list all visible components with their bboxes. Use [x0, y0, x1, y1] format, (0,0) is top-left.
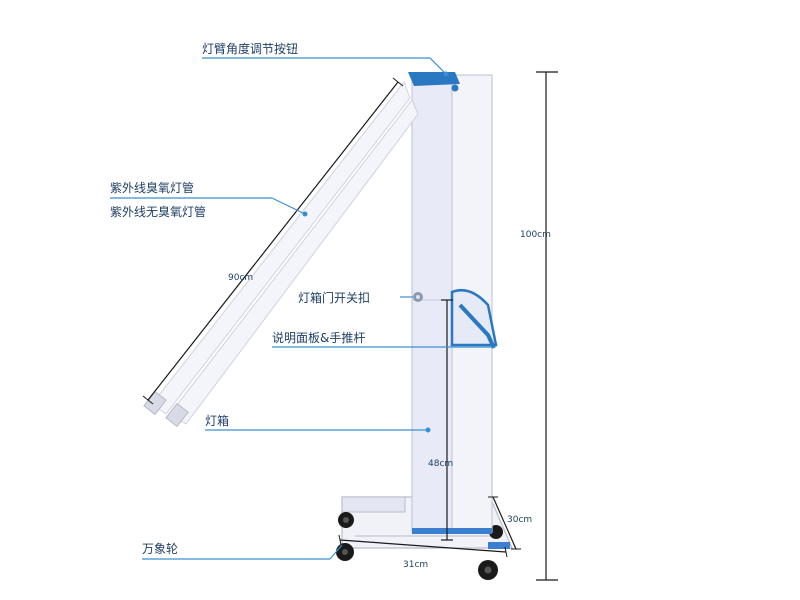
callout-uv-no-ozone-tube: 紫外线无臭氧灯管	[110, 204, 206, 219]
caster-label: 万象轮	[142, 542, 178, 556]
lamp-box-label: 灯箱	[205, 413, 229, 428]
uv-tubes	[143, 80, 419, 428]
angle-button-label: 灯臂角度调节按钮	[202, 41, 298, 56]
base-width-label: 30cm	[507, 515, 532, 525]
callout-panel-handle: 说明面板&手推杆	[272, 330, 494, 348]
uv-no-ozone-tube-label: 紫外线无臭氧灯管	[110, 204, 206, 219]
door-latch	[413, 292, 423, 302]
box-height-label: 48cm	[428, 459, 453, 469]
base-depth-label: 31cm	[403, 560, 428, 570]
door-latch-label: 灯箱门开关扣	[298, 290, 370, 305]
caster-wheels	[336, 512, 503, 580]
callout-door-latch: 灯箱门开关扣	[298, 290, 413, 305]
tube-length-dimension: 90cm	[142, 77, 404, 405]
callout-angle-button: 灯臂角度调节按钮	[202, 41, 449, 77]
base-depth-dimension: 31cm	[338, 534, 508, 570]
tube-length-label: 90cm	[228, 273, 253, 283]
callout-lamp-box: 灯箱	[205, 413, 431, 433]
total-height-label: 100cm	[520, 230, 551, 240]
callout-uv-ozone-tube: 紫外线臭氧灯管	[110, 180, 308, 217]
total-height-dimension: 100cm	[520, 71, 558, 581]
box-height-dimension: 48cm	[428, 299, 453, 541]
panel-handle-label: 说明面板&手推杆	[272, 330, 365, 345]
callout-caster: 万象轮	[142, 542, 343, 560]
base-width-dimension: 30cm	[488, 496, 532, 550]
uv-ozone-tube-label: 紫外线臭氧灯管	[110, 180, 194, 195]
instruction-panel-handle	[450, 288, 498, 349]
